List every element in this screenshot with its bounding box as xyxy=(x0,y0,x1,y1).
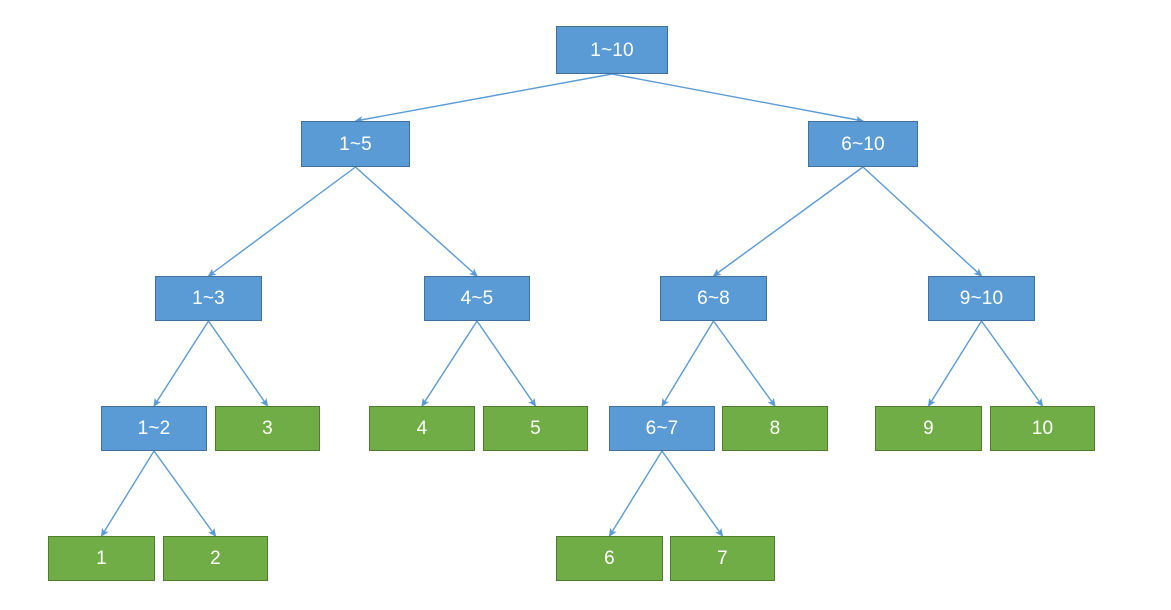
edge-n6-10-to-n9-10 xyxy=(862,166,983,277)
tree-node-label: 7 xyxy=(717,548,728,569)
tree-node-label: 6 xyxy=(604,548,615,569)
edge-n4-5-to-n5 xyxy=(476,320,537,407)
tree-node-n4-5[interactable]: 4~5 xyxy=(424,276,530,321)
edge-n1-10-to-n6-10 xyxy=(611,73,865,124)
tree-node-label: 3 xyxy=(262,418,273,439)
tree-node-n1-2[interactable]: 1~2 xyxy=(101,406,207,451)
tree-node-n7[interactable]: 7 xyxy=(670,536,775,581)
edge-n9-10-to-n10 xyxy=(980,320,1044,407)
tree-node-label: 9~10 xyxy=(959,288,1004,309)
edge-n1-2-to-n1 xyxy=(100,450,155,537)
edge-n1-5-to-n4-5 xyxy=(355,166,478,277)
edge-n1-5-to-n1-3 xyxy=(207,166,356,277)
tree-node-label: 5 xyxy=(530,418,541,439)
tree-node-n4[interactable]: 4 xyxy=(369,406,475,451)
edge-n6-10-to-n6-8 xyxy=(712,166,864,277)
edge-n6-7-to-n6 xyxy=(608,450,663,537)
edge-n9-10-to-n9 xyxy=(927,320,983,407)
edge-n6-8-to-n6-7 xyxy=(661,320,715,407)
tree-node-label: 4 xyxy=(416,418,428,439)
edge-n4-5-to-n4 xyxy=(421,320,478,407)
tree-node-label: 2 xyxy=(210,548,221,569)
tree-node-label: 1~3 xyxy=(192,288,225,309)
tree-node-label: 1~5 xyxy=(339,133,372,155)
tree-node-label: 6~10 xyxy=(841,133,885,155)
edge-n6-7-to-n7 xyxy=(661,450,724,537)
tree-node-n9-10[interactable]: 9~10 xyxy=(928,276,1035,321)
tree-node-n6[interactable]: 6 xyxy=(556,536,663,581)
tree-node-n5[interactable]: 5 xyxy=(483,406,588,451)
tree-node-label: 6~7 xyxy=(645,418,679,439)
edge-n1-3-to-n1-2 xyxy=(153,320,210,407)
tree-node-n6-8[interactable]: 6~8 xyxy=(660,276,767,321)
tree-node-n6-7[interactable]: 6~7 xyxy=(609,406,715,451)
tree-node-label: 1~2 xyxy=(137,418,171,439)
tree-node-label: 8 xyxy=(769,418,781,439)
tree-node-n3[interactable]: 3 xyxy=(215,406,320,451)
edge-n6-8-to-n8 xyxy=(712,320,776,407)
tree-node-n2[interactable]: 2 xyxy=(163,536,268,581)
tree-node-n10[interactable]: 10 xyxy=(990,406,1095,451)
tree-node-n1-3[interactable]: 1~3 xyxy=(155,276,262,321)
tree-node-n9[interactable]: 9 xyxy=(875,406,982,451)
tree-node-n6-10[interactable]: 6~10 xyxy=(808,121,918,167)
tree-node-n8[interactable]: 8 xyxy=(722,406,828,451)
tree-node-label: 6~8 xyxy=(697,288,730,309)
tree-node-n1[interactable]: 1 xyxy=(48,536,155,581)
edge-n1-2-to-n2 xyxy=(153,450,217,537)
tree-node-n1-10[interactable]: 1~10 xyxy=(556,26,668,74)
edge-n1-3-to-n3 xyxy=(207,320,269,407)
tree-node-n1-5[interactable]: 1~5 xyxy=(301,121,410,167)
tree-node-label: 9 xyxy=(923,418,934,439)
tree-node-label: 10 xyxy=(1031,418,1054,439)
edge-n1-10-to-n1-5 xyxy=(354,73,613,124)
tree-node-label: 1~10 xyxy=(590,39,634,61)
tree-node-label: 4~5 xyxy=(460,288,494,309)
tree-node-label: 1 xyxy=(96,548,107,569)
